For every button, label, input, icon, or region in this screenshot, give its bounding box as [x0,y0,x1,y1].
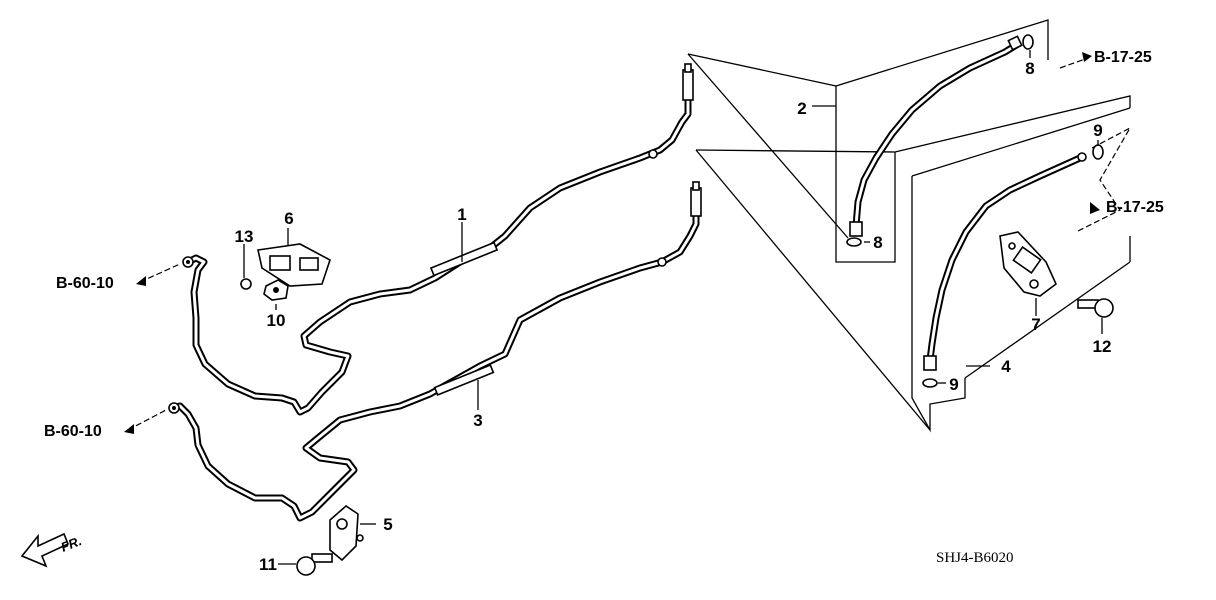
label-part-10: 10 [267,311,286,330]
label-part-8-lower: 8 [873,233,882,252]
clamp-7 [999,231,1114,318]
label-part-4: 4 [1001,357,1011,376]
bolt-13 [240,278,252,290]
label-part-6: 6 [284,209,293,228]
label-part-13: 13 [235,227,254,246]
callout-leaders [243,50,1103,565]
label-part-3: 3 [473,411,482,430]
label-part-5: 5 [383,515,392,534]
label-part-11: 11 [259,555,277,574]
bolt-12-head [1094,298,1114,318]
ref-b60-upper[interactable]: B-60-10 [56,275,114,292]
hose-4 [923,152,1087,371]
reference-arrows [124,52,1132,434]
label-part-12: 12 [1093,337,1112,356]
front-label: FR. [59,533,84,555]
clamp-6 [240,243,331,301]
o-rings [846,34,1104,388]
label-part-8-upper: 8 [1025,59,1034,78]
leader-lines [687,19,1131,433]
bolt-11-shaft [311,553,333,563]
pipe-1 [182,63,694,416]
pipe-3 [168,181,702,522]
clamp-5 [296,504,364,576]
hose-2 [849,35,1023,237]
o-ring-9-lower [922,378,938,388]
label-part-1: 1 [457,205,466,224]
ref-b17-upper[interactable]: B-17-25 [1094,49,1152,66]
label-part-7: 7 [1031,315,1040,334]
diagram-code: SHJ4-B6020 [936,550,1014,566]
label-part-2: 2 [797,99,806,118]
label-part-9-upper: 9 [1093,121,1102,140]
ref-b60-lower[interactable]: B-60-10 [44,423,102,440]
o-ring-8-lower [846,237,862,247]
bolt-11-head [296,556,316,576]
o-ring-8-upper [1022,34,1034,50]
front-arrow-icon: FR. [20,532,84,568]
ref-b17-lower[interactable]: B-17-25 [1106,199,1164,216]
label-part-9-lower: 9 [949,375,958,394]
